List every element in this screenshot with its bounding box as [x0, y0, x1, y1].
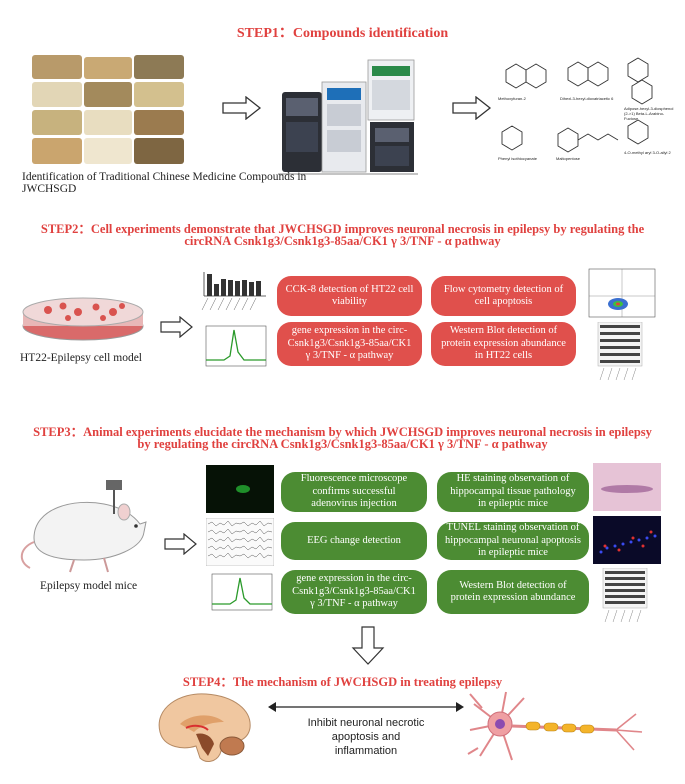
double-arrow-icon: [268, 702, 464, 712]
tunel-staining-thumbnail: [593, 516, 661, 564]
hplc-instrument-icon: [278, 59, 418, 175]
step3-model-caption: Epilepsy model mice: [40, 580, 138, 592]
flow-cytometry-box: Flow cytometry detection of cell apoptos…: [431, 276, 576, 316]
gene-expression-box-step3: gene expression in the circ-Csnk1g3/Csnk…: [281, 570, 427, 614]
step1-heading: STEP1：Compounds identification: [236, 26, 449, 41]
fluorescence-box: Fluorescence microscope confirms success…: [281, 472, 427, 512]
cck8-box: CCK-8 detection of HT22 cell viability: [277, 276, 422, 316]
flow-cytometry-scatter-thumbnail: [588, 268, 656, 318]
western-blot-box-step3: Western Blot detection of protein expres…: [437, 570, 589, 614]
chemical-structures-panel: [501, 57, 653, 153]
western-blot-thumbnail-step3: [602, 568, 648, 623]
neuron-icon: [467, 691, 643, 761]
compound-label-4: Phenyl isothiocyanate: [498, 156, 537, 161]
eeg-box: EEG change detection: [281, 522, 427, 560]
gene-expression-box-step2: gene expression in the circ-Csnk1g3/Csnk…: [277, 322, 422, 366]
he-staining-box: HE staining observation of hippocampal t…: [437, 472, 589, 512]
arrow-right-icon: [164, 533, 197, 555]
compound-label-6: 4-O-methyl aryl 3-O-allyl 2: [624, 150, 671, 155]
mechanism-text: Inhibit neuronal necrotic apoptosis and …: [307, 717, 425, 757]
cck8-bar-chart-thumbnail: [201, 272, 266, 311]
compound-label-5: Maltopentose: [556, 156, 581, 161]
mouse-icon: [20, 480, 147, 573]
brain-icon: [158, 693, 251, 762]
step1-caption: Identification of Traditional Chinese Me…: [22, 171, 307, 195]
western-blot-thumbnail-step2: [597, 322, 643, 381]
melt-curve-thumbnail: [211, 573, 273, 611]
step4-heading: STEP4：The mechanism of JWCHSGD in treati…: [182, 675, 503, 689]
step2-model-caption: HT22-Epilepsy cell model: [20, 352, 142, 364]
step3-heading-line1: STEP3：Animal experiments elucidate the m…: [33, 425, 652, 439]
tunel-box: TUNEL staining observation of hippocampa…: [437, 522, 589, 560]
step3-heading-line2: by regulating the circRNA Csnk1g3/Csnk1g…: [137, 437, 548, 451]
melt-curve-thumbnail: [205, 325, 267, 367]
arrow-right-icon: [160, 316, 193, 338]
fluorescence-image-thumbnail: [206, 465, 274, 513]
step2-heading-line2: circRNA Csnk1g3/Csnk1g3-85aa/CK1 γ 3/TNF…: [184, 234, 501, 248]
herb-photo-grid: [32, 55, 184, 165]
he-staining-thumbnail: [593, 463, 661, 511]
eeg-trace-thumbnail: [206, 518, 274, 566]
western-blot-box-step2: Western Blot detection of protein expres…: [431, 322, 576, 366]
arrow-right-icon: [222, 96, 262, 120]
compound-label-2: Dihexl-3-hexyl-dioxatriacetic 6: [560, 96, 614, 101]
step2-heading-line1: STEP2：Cell experiments demonstrate that …: [40, 222, 645, 236]
petri-dish-icon: [22, 297, 144, 341]
compound-label-3: Adipose-hexyl-3-diosphenol (2->1) Beta-L…: [624, 106, 674, 121]
arrow-down-icon: [351, 626, 385, 665]
compound-label-1: Methoxyfuran-2: [498, 96, 526, 101]
arrow-right-icon: [452, 96, 492, 120]
